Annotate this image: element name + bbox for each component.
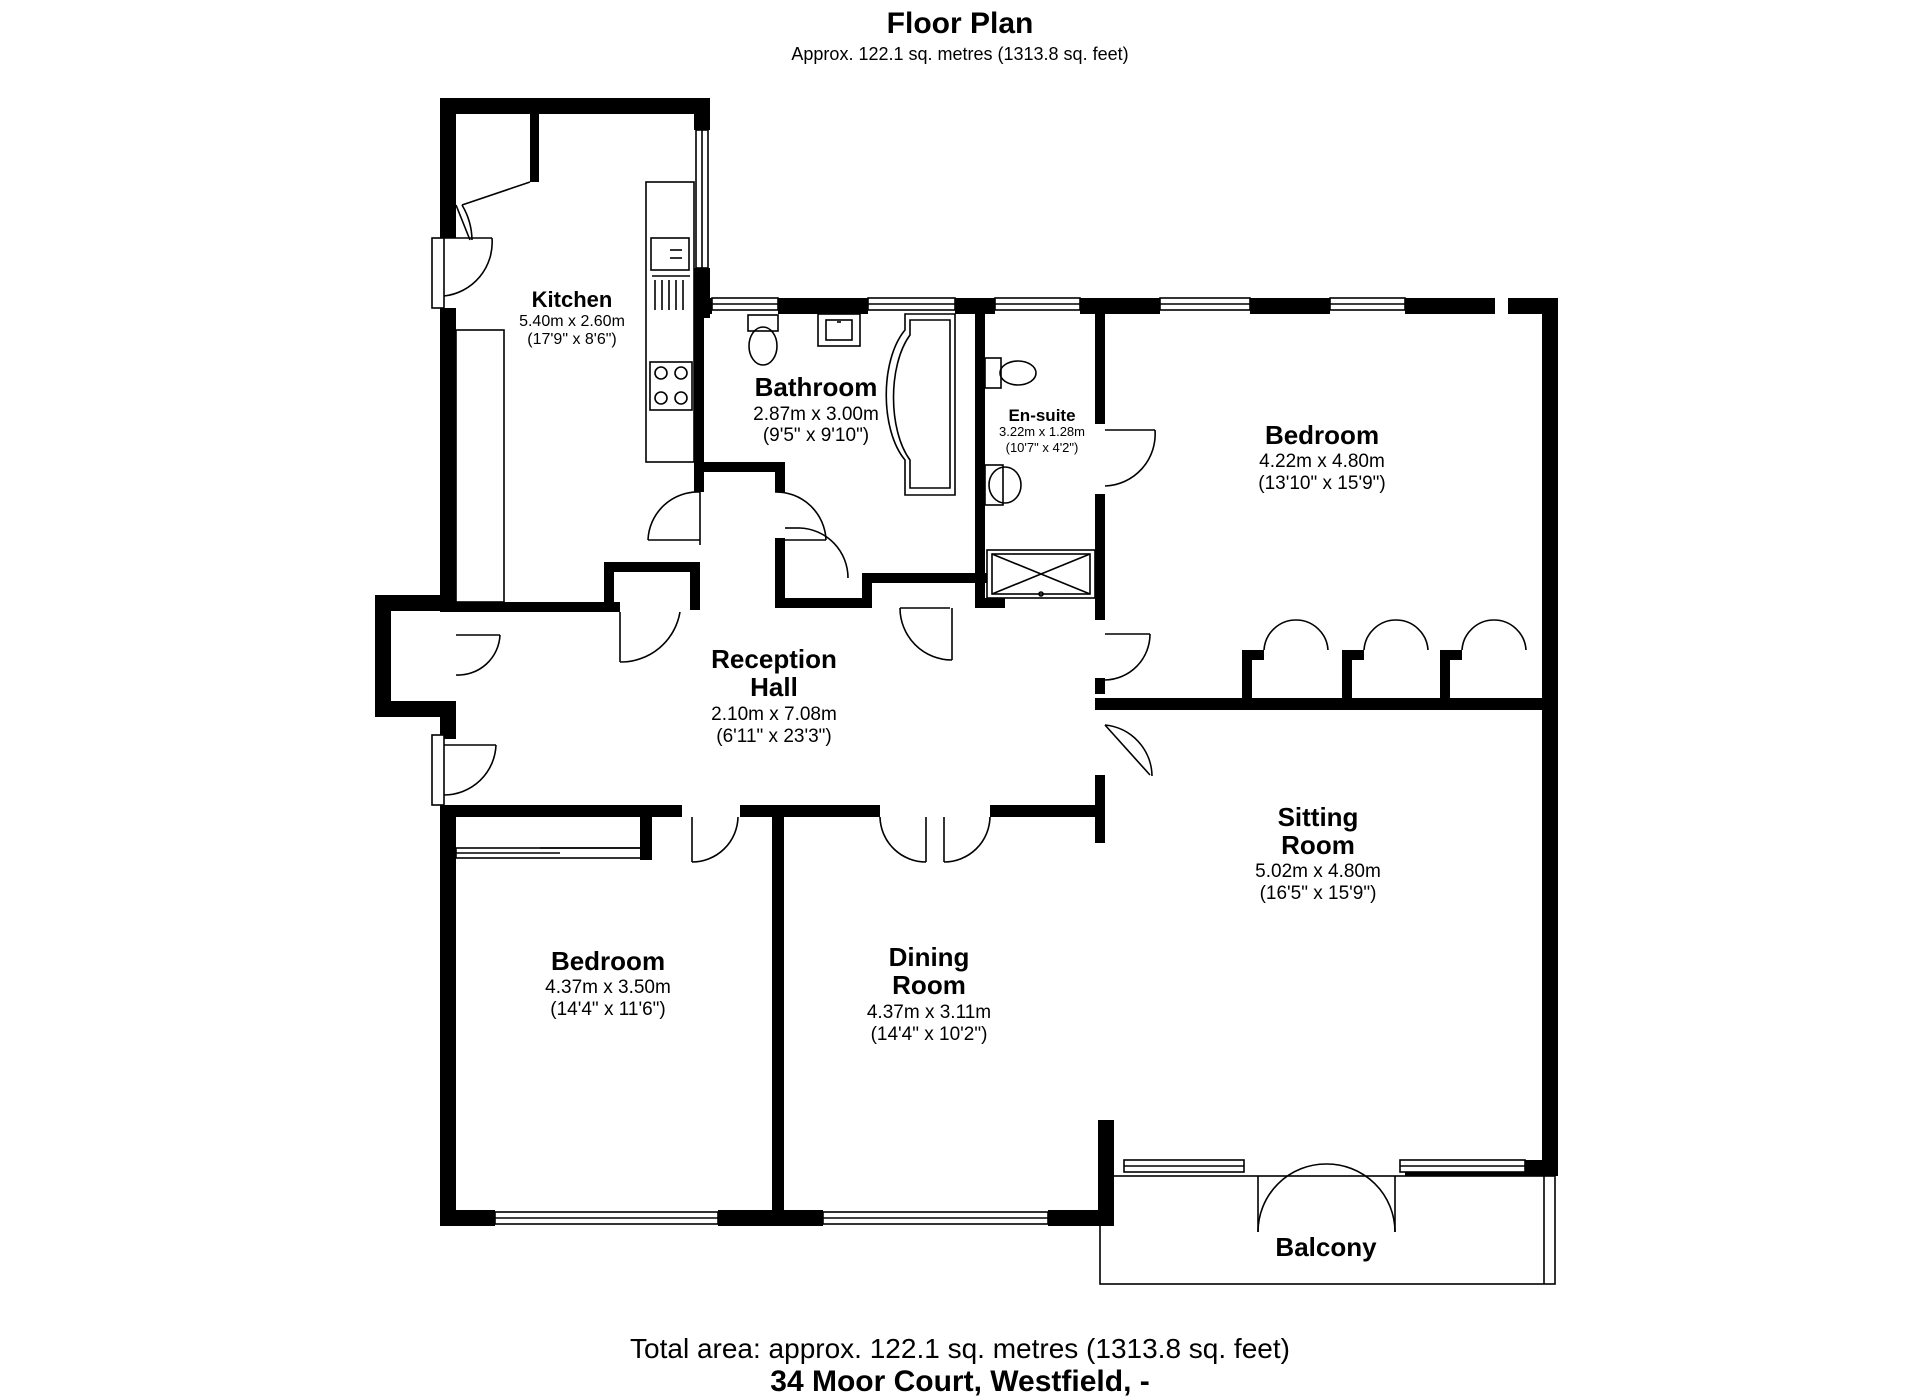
doors (431, 181, 1527, 1233)
bedroom2-imperial: (14'4" x 11'6") (550, 999, 665, 1020)
room-label-bedroom-1: Bedroom 4.22m x 4.80m (13'10" x 15'9") (1258, 420, 1385, 494)
bathroom-name: Bathroom (755, 372, 878, 402)
reception-name-line1: Reception (711, 644, 837, 674)
ensuite-imperial: (10'7" x 4'2") (1006, 440, 1079, 455)
room-label-bathroom: Bathroom 2.87m x 3.00m (9'5" x 9'10") (753, 372, 879, 446)
reception-imperial: (6'11" x 23'3") (716, 726, 831, 747)
room-label-reception-hall: Reception Hall 2.10m x 7.08m (6'11" x 23… (711, 644, 837, 747)
bedroom2-metric: 4.37m x 3.50m (545, 977, 671, 998)
room-label-balcony: Balcony (1275, 1232, 1377, 1262)
bathroom-imperial: (9'5" x 9'10") (763, 425, 869, 446)
dining-metric: 4.37m x 3.11m (867, 1002, 991, 1023)
fixtures (455, 181, 1556, 1285)
room-label-ensuite: En-suite 3.22m x 1.28m (10'7" x 4'2") (999, 406, 1085, 455)
page-title: Floor Plan (887, 7, 1034, 40)
walls (375, 98, 1558, 1226)
sitting-imperial: (16'5" x 15'9") (1260, 883, 1377, 904)
sitting-metric: 5.02m x 4.80m (1255, 861, 1381, 882)
windows (494, 129, 1526, 1225)
kitchen-imperial: (17'9" x 8'6") (527, 331, 617, 348)
kitchen-metric: 5.40m x 2.60m (519, 313, 625, 330)
reception-metric: 2.10m x 7.08m (711, 704, 837, 725)
total-area: Total area: approx. 122.1 sq. metres (13… (630, 1333, 1290, 1364)
room-label-dining-room: Dining Room 4.37m x 3.11m (14'4" x 10'2"… (867, 942, 991, 1045)
dining-name-line1: Dining (889, 942, 970, 972)
bedroom1-imperial: (13'10" x 15'9") (1258, 473, 1385, 494)
ensuite-name: En-suite (1008, 406, 1075, 425)
sitting-name-line1: Sitting (1278, 802, 1359, 832)
balcony-name: Balcony (1275, 1232, 1377, 1262)
bedroom1-name: Bedroom (1265, 420, 1379, 450)
bathroom-metric: 2.87m x 3.00m (753, 404, 879, 425)
bedroom2-name: Bedroom (551, 946, 665, 976)
property-address: 34 Moor Court, Westfield, - (770, 1365, 1149, 1396)
ensuite-metric: 3.22m x 1.28m (999, 424, 1085, 439)
room-label-sitting-room: Sitting Room 5.02m x 4.80m (16'5" x 15'9… (1255, 802, 1381, 904)
dining-imperial: (14'4" x 10'2") (871, 1024, 988, 1045)
dining-name-line2: Room (892, 970, 966, 1000)
page-subtitle: Approx. 122.1 sq. metres (1313.8 sq. fee… (791, 44, 1128, 64)
room-label-bedroom-2: Bedroom 4.37m x 3.50m (14'4" x 11'6") (545, 946, 671, 1020)
reception-name-line2: Hall (750, 672, 798, 702)
kitchen-name: Kitchen (532, 287, 613, 312)
room-label-kitchen: Kitchen 5.40m x 2.60m (17'9" x 8'6") (519, 287, 625, 348)
sitting-name-line2: Room (1281, 830, 1355, 860)
bedroom1-metric: 4.22m x 4.80m (1259, 451, 1385, 472)
